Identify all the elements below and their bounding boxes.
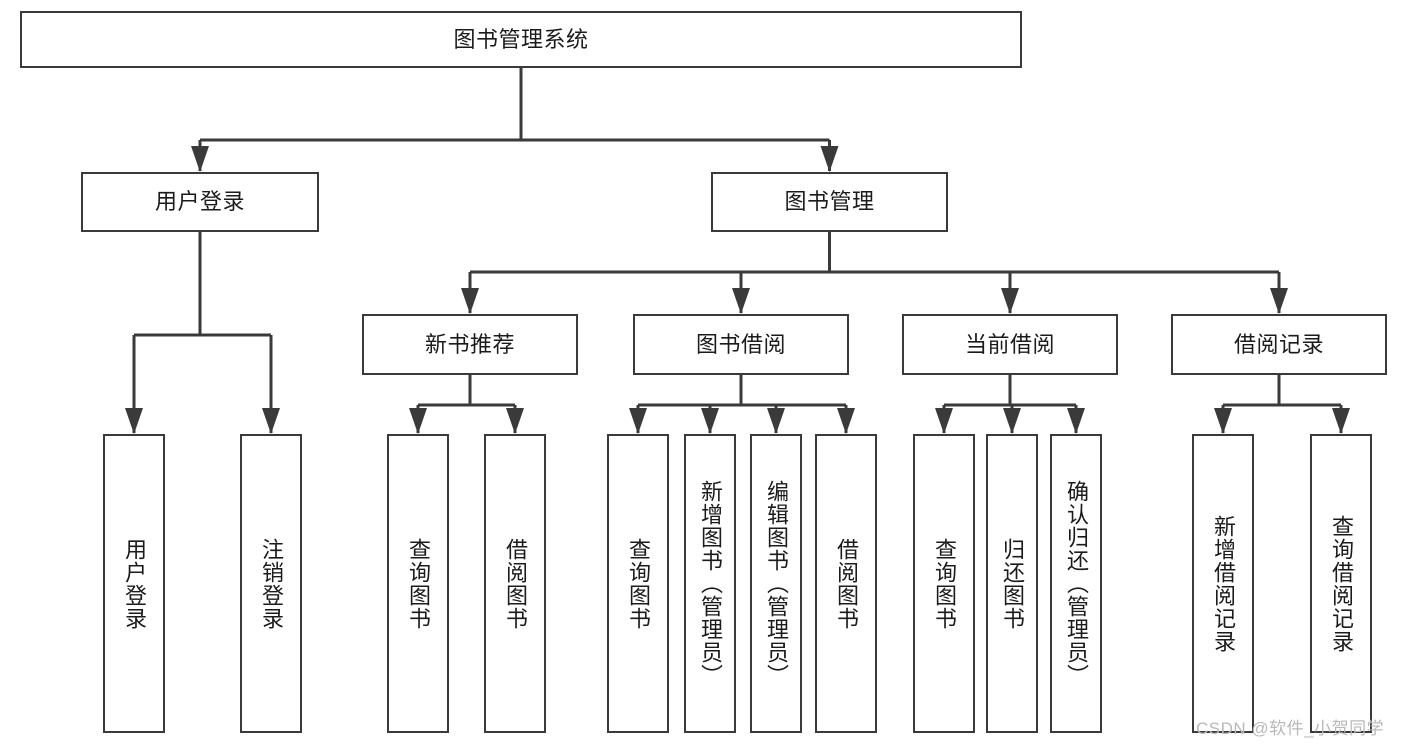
node-bookmgmt[interactable]: 图书管理 [711, 172, 948, 232]
node-label: 注销登录 [258, 537, 284, 630]
arrow-head-icon [837, 408, 855, 434]
node-borrow[interactable]: 图书借阅 [633, 314, 849, 375]
node-label: 借阅图书 [502, 537, 528, 630]
node-label: 编辑图书（管理员） [763, 480, 789, 687]
node-label: 用户登录 [154, 189, 245, 215]
node-label: 查询图书 [625, 537, 651, 630]
node-leaf-cur-3[interactable]: 确认归还（管理员） [1050, 434, 1102, 733]
node-label: 查询借阅记录 [1328, 514, 1354, 653]
node-label: 借阅记录 [1233, 331, 1324, 357]
node-leaf-cur-1[interactable]: 查询图书 [913, 434, 975, 733]
arrow-head-icon [732, 288, 750, 314]
arrow-head-icon [1001, 288, 1019, 314]
arrow-head-icon [1067, 408, 1085, 434]
arrow-head-icon [461, 288, 479, 314]
node-label: 查询图书 [931, 537, 957, 630]
node-leaf-new-1[interactable]: 查询图书 [387, 434, 449, 733]
node-records[interactable]: 借阅记录 [1171, 314, 1387, 375]
node-label: 图书管理 [784, 189, 875, 215]
arrow-head-icon [629, 408, 647, 434]
node-label: 图书管理系统 [453, 26, 589, 52]
node-leaf-rec-2[interactable]: 查询借阅记录 [1310, 434, 1372, 733]
node-leaf-bor-1[interactable]: 查询图书 [607, 434, 669, 733]
node-leaf-login-1[interactable]: 用户登录 [103, 434, 165, 733]
arrow-head-icon [1332, 408, 1350, 434]
arrow-head-icon [1214, 408, 1232, 434]
arrow-head-icon [191, 146, 209, 172]
node-label: 查询图书 [405, 537, 431, 630]
node-label: 确认归还（管理员） [1063, 480, 1089, 687]
arrow-head-icon [935, 408, 953, 434]
node-newbook[interactable]: 新书推荐 [362, 314, 578, 375]
node-leaf-login-2[interactable]: 注销登录 [240, 434, 302, 733]
node-label: 新增图书（管理员） [697, 480, 723, 687]
node-current[interactable]: 当前借阅 [902, 314, 1118, 375]
node-leaf-rec-1[interactable]: 新增借阅记录 [1192, 434, 1254, 733]
node-label: 新书推荐 [424, 331, 515, 357]
arrow-head-icon [262, 408, 280, 434]
node-leaf-bor-4[interactable]: 借阅图书 [815, 434, 877, 733]
node-login[interactable]: 用户登录 [81, 172, 319, 232]
arrow-head-icon [701, 408, 719, 434]
arrow-head-icon [767, 408, 785, 434]
arrow-head-icon [409, 408, 427, 434]
node-label: 新增借阅记录 [1210, 514, 1236, 653]
arrow-head-icon [506, 408, 524, 434]
node-leaf-new-2[interactable]: 借阅图书 [484, 434, 546, 733]
node-label: 图书借阅 [695, 331, 786, 357]
node-label: 用户登录 [121, 537, 147, 630]
arrow-head-icon [1270, 288, 1288, 314]
node-label: 归还图书 [999, 537, 1025, 630]
node-leaf-bor-2[interactable]: 新增图书（管理员） [684, 434, 736, 733]
node-label: 借阅图书 [833, 537, 859, 630]
node-leaf-cur-2[interactable]: 归还图书 [986, 434, 1038, 733]
node-label: 当前借阅 [964, 331, 1055, 357]
arrow-head-icon [125, 408, 143, 434]
node-root[interactable]: 图书管理系统 [20, 11, 1022, 68]
node-leaf-bor-3[interactable]: 编辑图书（管理员） [750, 434, 802, 733]
arrow-head-icon [1003, 408, 1021, 434]
arrow-head-icon [820, 146, 839, 172]
